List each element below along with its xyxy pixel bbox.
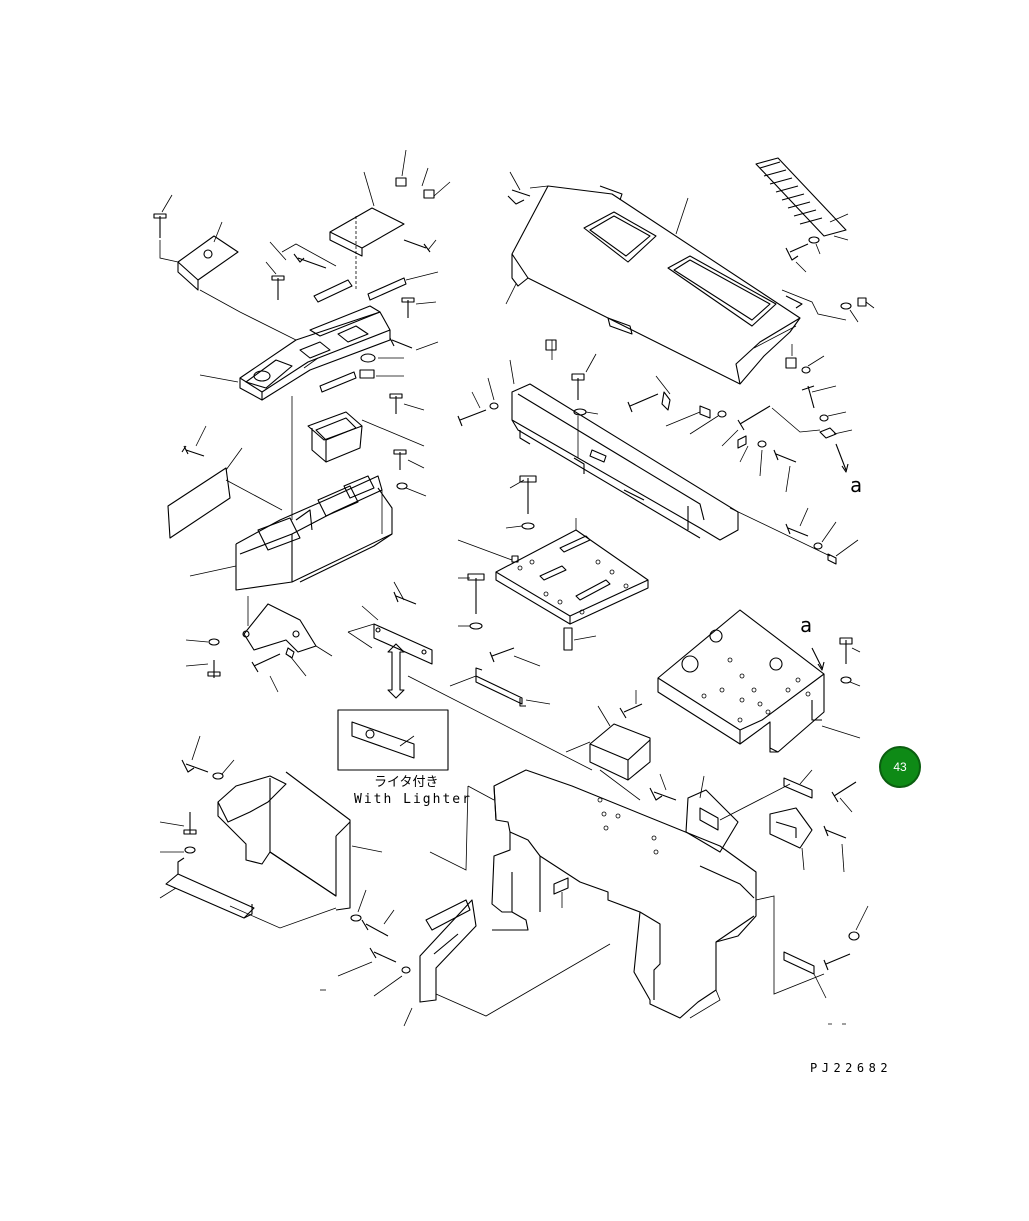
drawing-number: PJ22682 <box>810 1061 892 1075</box>
body-right-bracket <box>649 769 857 873</box>
console-lower-bracket <box>185 596 333 693</box>
pin-bracket <box>407 647 593 771</box>
center-box <box>565 690 651 781</box>
hood-cover <box>505 171 803 385</box>
console-frame <box>199 289 391 401</box>
callout-a-plate: a <box>800 613 812 637</box>
left-bottom-bracket <box>159 812 255 919</box>
bottom-left-hardware <box>320 889 611 1027</box>
right-lower-plate <box>755 895 869 1025</box>
main-frame-body <box>429 769 757 1019</box>
console-box <box>189 396 393 591</box>
rail-lower-end <box>729 507 859 565</box>
lighter-inset-box: ライタ付き With Lighter <box>337 709 472 807</box>
mounting-plate <box>457 475 649 651</box>
callout-a-top: a <box>850 473 862 497</box>
floor-plate-a: a <box>657 609 861 753</box>
grille-plate <box>755 157 875 323</box>
hood-rail: a <box>457 339 862 541</box>
lighter-note-en: With Lighter <box>354 792 472 807</box>
left-side-plate <box>167 425 243 539</box>
top-left-hardware <box>265 149 451 393</box>
left-lower-panel <box>181 735 383 929</box>
page-number-badge[interactable]: 43 <box>879 746 921 788</box>
left-bracket-plate <box>153 194 239 291</box>
lighter-plate <box>347 581 433 699</box>
ashtray-pocket <box>307 393 427 497</box>
page-number-label: 43 <box>893 760 907 774</box>
lighter-note-jp: ライタ付き <box>374 775 438 790</box>
